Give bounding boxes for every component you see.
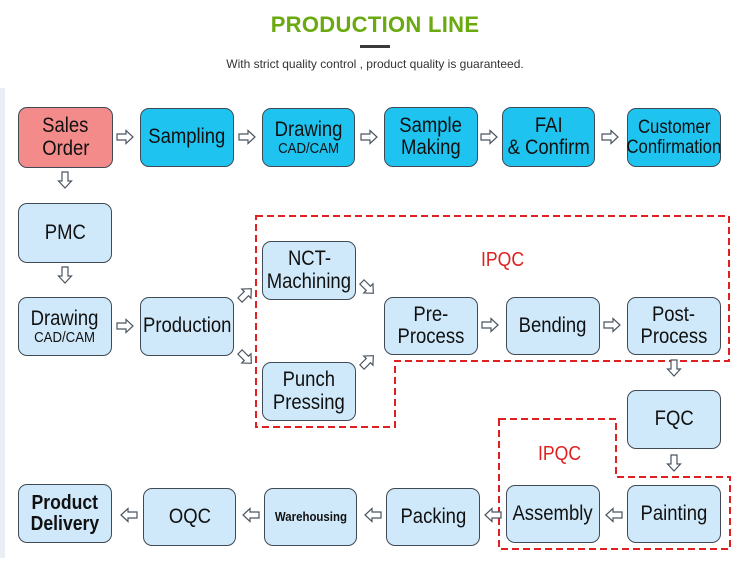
step-punch-pressing: Punch Pressing [262,362,356,421]
step-assembly: Assembly [506,485,600,543]
step-label: FAI [534,113,563,137]
step-production: Production [140,297,234,356]
step-label: Product [31,491,99,514]
step-sampling: Sampling [140,108,234,167]
step-fai-confirm: FAI & Confirm [502,107,595,167]
page-title: PRODUCTION LINE [270,12,480,37]
step-label: Machining [266,269,352,293]
step-label: Process [397,325,465,348]
step-label: Pre- [413,302,449,326]
step-bending: Bending [506,297,600,355]
step-label: PMC [44,220,86,244]
step-nct-machining: NCT- Machining [262,241,356,300]
step-label: OQC [168,504,211,528]
step-label: Making [401,136,461,159]
step-product-delivery: Product Delivery [18,484,112,543]
step-drawing-cad-cam: Drawing CAD/CAM [18,297,112,356]
step-warehousing: Warehousing [264,488,357,546]
step-post-process: Post- Process [627,297,721,355]
step-label: Sample [399,113,463,137]
step-packing: Packing [386,488,480,546]
step-label: Punch [282,368,336,392]
step-painting: Painting [627,485,721,543]
step-label: Confirmation [626,136,722,158]
step-label: Assembly [512,501,594,525]
step-label: Packing [400,504,466,528]
step-label: Pressing [273,390,345,414]
step-pre-process: Pre- Process [384,297,478,355]
step-sublabel: CAD/CAM [278,139,339,157]
step-label: Sales [42,114,89,138]
step-sales-order: Sales Order [18,107,113,168]
step-label: Sampling [148,125,226,149]
step-sublabel: CAD/CAM [34,328,96,346]
title-divider [360,45,390,48]
step-label: Order [41,136,90,160]
step-label: Drawing [31,306,99,330]
step-label: Bending [519,313,587,337]
step-label: Delivery [30,512,100,535]
step-label: NCT- [287,247,331,271]
step-pmc: PMC [18,203,112,263]
step-label: Process [640,325,708,348]
step-fqc: FQC [627,390,721,449]
page-subtitle: With strict quality control , product qu… [226,57,524,71]
step-label: Post- [652,302,696,326]
step-label: Drawing [274,117,343,141]
step-drawing-cad-cam-top: Drawing CAD/CAM [262,108,355,167]
step-label: Painting [640,501,708,525]
ipqc-label-upper: IPQC [481,249,525,271]
step-oqc: OQC [143,488,236,546]
step-sample-making: Sample Making [384,107,478,167]
ipqc-label-lower: IPQC [538,443,582,465]
step-label: FQC [654,407,694,431]
step-customer-confirmation: Customer Confirmation [627,108,721,167]
step-label: Warehousing [274,509,347,525]
left-border-strip [0,88,5,558]
step-label: Production [142,314,232,338]
step-label: Customer [637,116,711,138]
step-label: & Confirm [507,136,590,159]
